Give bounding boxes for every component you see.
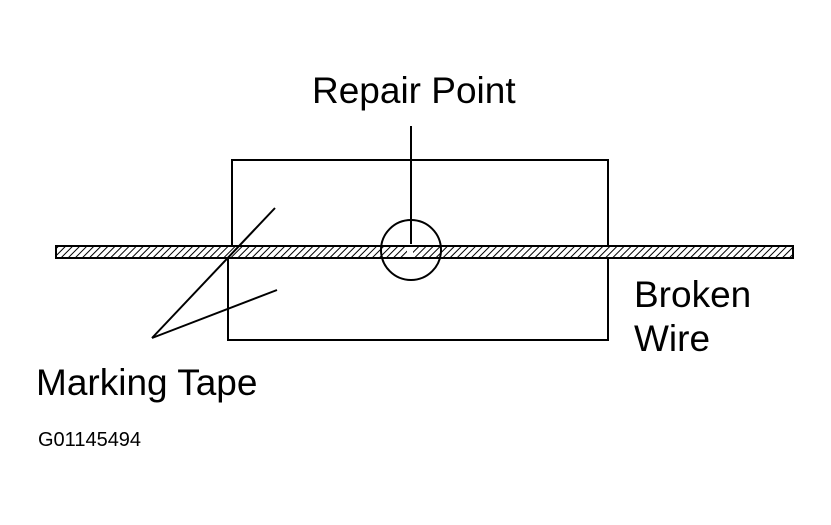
broken-wire-label-line2: Wire (634, 318, 711, 359)
repair-point-label: Repair Point (312, 70, 516, 111)
marking-tape-label: Marking Tape (36, 362, 258, 403)
broken-wire-label-line1: Broken (634, 274, 752, 315)
broken-wire (55, 245, 794, 259)
broken-wire-label: Broken Wire (634, 273, 751, 361)
marking-tape-lower (227, 257, 609, 341)
marking-tape-leader-lower (151, 289, 278, 339)
marking-tape-leader-upper (151, 207, 276, 339)
wire-break-gap (407, 247, 413, 257)
figure-code: G01145494 (38, 429, 142, 451)
marking-tape-upper (231, 159, 609, 247)
